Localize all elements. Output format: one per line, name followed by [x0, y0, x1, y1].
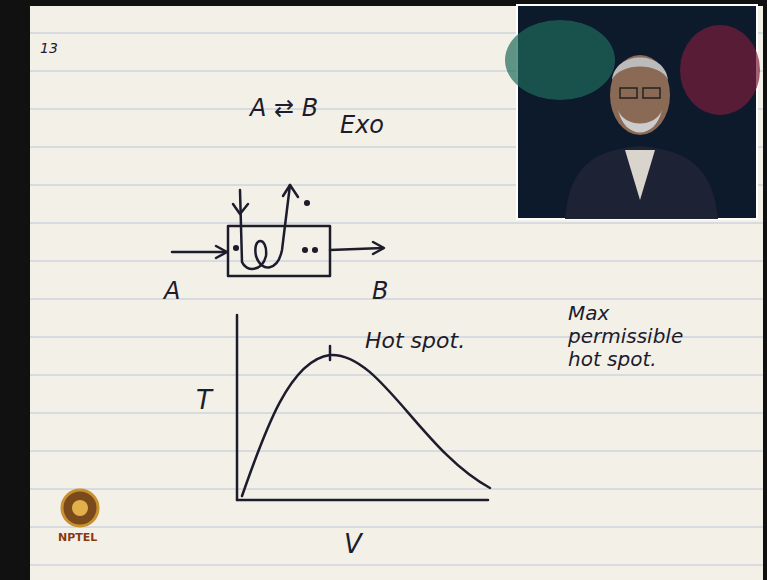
- axis-label: T: [196, 386, 212, 416]
- reaction-equation: A ⇄ B: [250, 95, 318, 123]
- page-number: 13: [40, 40, 58, 56]
- paper: [30, 6, 763, 580]
- reaction-type: Exo: [340, 112, 384, 140]
- hot-spot-note: Hot spot.: [365, 328, 465, 353]
- inlet-label: A: [164, 278, 180, 306]
- axis-label: V: [344, 530, 362, 560]
- reactor-sketch: [172, 185, 384, 276]
- temperature-profile: [237, 315, 490, 500]
- logo-text: NPTEL: [58, 532, 97, 545]
- ruled-lines: [30, 33, 763, 565]
- outlet-label: B: [372, 278, 388, 306]
- max-hot-spot-note: Max permissible hot spot.: [568, 302, 718, 371]
- nptel-logo: [62, 490, 98, 526]
- video-inset: [505, 5, 760, 219]
